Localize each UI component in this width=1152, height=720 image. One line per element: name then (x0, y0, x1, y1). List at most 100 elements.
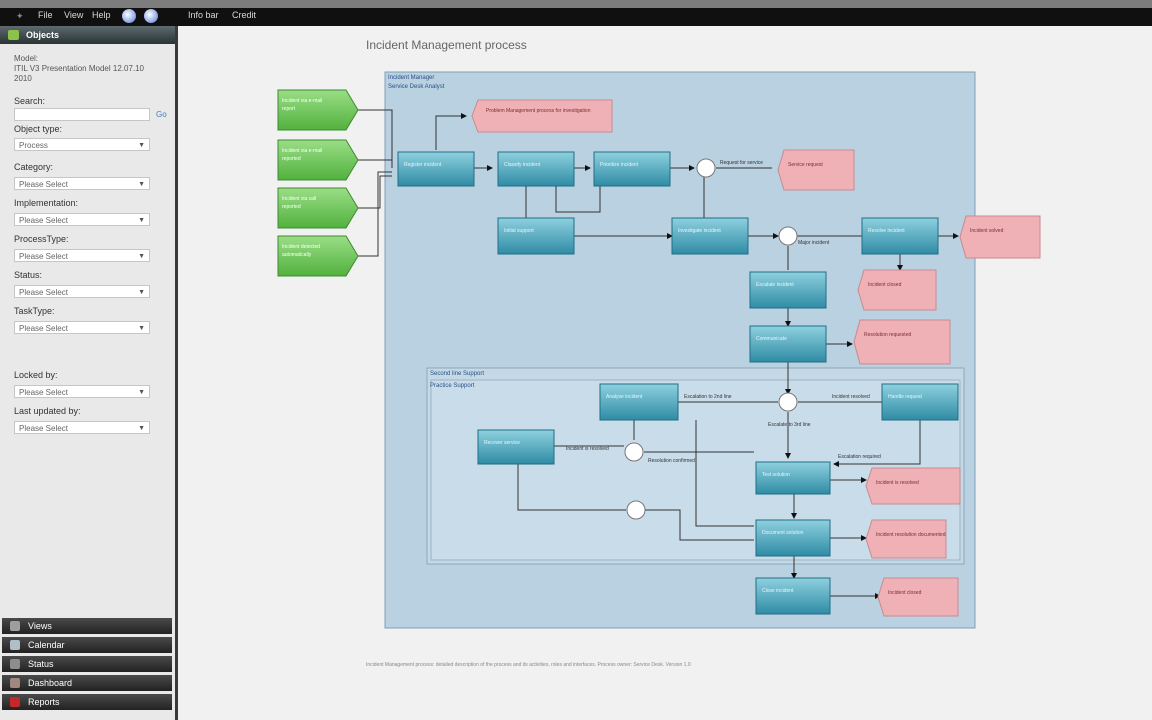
globe-icon[interactable] (144, 9, 158, 23)
nav-views[interactable]: Views (2, 618, 172, 634)
task-label: Close incident (762, 588, 794, 594)
input-event[interactable] (277, 187, 359, 229)
filter-label-status: Status: (14, 270, 43, 280)
connector-label: Escalate to 3rd line (768, 422, 811, 428)
globe-icon[interactable] (122, 9, 136, 23)
task-box[interactable] (881, 383, 959, 421)
output-event[interactable] (959, 215, 1041, 259)
connector-label: Incident resolved (832, 394, 870, 400)
output-event[interactable] (471, 99, 613, 133)
output-event[interactable] (857, 269, 937, 311)
nav-label: Calendar (28, 640, 65, 650)
menu-view[interactable]: View (64, 10, 84, 20)
connector-labels: Request for service Major incident Escal… (566, 160, 881, 464)
task-box[interactable] (749, 325, 827, 363)
input-event[interactable] (277, 139, 359, 181)
task-box[interactable] (755, 461, 831, 495)
task-label: Handle request (888, 394, 923, 400)
filter-label-locked-by: Locked by: (14, 370, 58, 380)
status-icon (10, 659, 20, 669)
chevron-down-icon: ▼ (138, 253, 145, 260)
chevron-down-icon: ▼ (138, 181, 145, 188)
output-event[interactable] (877, 577, 959, 617)
pool-title: Incident Manager (388, 75, 434, 81)
output-event[interactable] (865, 519, 947, 559)
task-label: Investigate incident (678, 228, 721, 234)
task-box[interactable] (497, 151, 575, 187)
task-box[interactable] (861, 217, 939, 255)
event-label: Incident resolution documented (876, 532, 946, 538)
search-input[interactable] (14, 108, 150, 121)
sidebar-title: Objects (26, 30, 60, 40)
page-title: Incident Management process (366, 38, 527, 52)
output-event[interactable] (865, 467, 961, 505)
menu-credit[interactable]: Credit (232, 10, 257, 20)
connector-label: Major incident (798, 240, 830, 246)
output-events (471, 99, 1041, 617)
nav-calendar[interactable]: Calendar (2, 637, 172, 653)
nav-status[interactable]: Status (2, 656, 172, 672)
input-sublabel: automatically (282, 252, 312, 258)
input-sublabel: reported (282, 156, 301, 162)
task-box[interactable] (755, 519, 831, 557)
task-box[interactable] (749, 271, 827, 309)
output-event[interactable] (853, 319, 951, 365)
task-box[interactable] (671, 217, 749, 255)
search-go-button[interactable]: Go (156, 110, 167, 119)
chevron-down-icon: ▼ (138, 289, 145, 296)
task-box[interactable] (755, 577, 831, 615)
input-label: Incident via e-mail (282, 148, 322, 154)
process-type-select[interactable]: Please Select ▼ (14, 249, 150, 262)
nav-label: Reports (28, 697, 60, 707)
nav-reports[interactable]: Reports (2, 694, 172, 710)
task-box[interactable] (397, 151, 475, 187)
task-label: Prioritize incident (600, 162, 639, 168)
gateway (626, 500, 646, 520)
output-event[interactable] (777, 149, 855, 191)
gateway (778, 392, 798, 412)
input-sublabel: reported (282, 204, 301, 210)
gateway (696, 158, 716, 178)
top-menu-bar: ✦ File View Help Info bar Credit (0, 0, 1152, 26)
nav-label: Views (28, 621, 52, 631)
gateways (624, 158, 798, 520)
nav-dashboard[interactable]: Dashboard (2, 675, 172, 691)
sublane2-title: Practice Support (430, 383, 475, 389)
task-box[interactable] (593, 151, 671, 187)
sublane-title: Second line Support (430, 371, 484, 377)
event-label: Incident solved (970, 228, 1004, 234)
task-box[interactable] (477, 429, 555, 465)
select-value: Please Select (19, 252, 68, 261)
input-sublabel: report (282, 106, 296, 112)
event-labels: Problem Management process for investiga… (486, 108, 1004, 596)
locked-by-select[interactable]: Please Select▼ (14, 385, 150, 398)
filter-label-category: Category: (14, 162, 54, 172)
gateway (778, 226, 798, 246)
menu-file[interactable]: File (38, 10, 53, 20)
nav-label: Status (28, 659, 54, 669)
menu-info-bar[interactable]: Info bar (188, 10, 219, 20)
status-select[interactable]: Please Select▼ (14, 285, 150, 298)
implementation-select[interactable]: Please Select▼ (14, 213, 150, 226)
input-events: Incident via e-mail report Incident via … (277, 89, 359, 277)
menu-help[interactable]: Help (92, 10, 111, 20)
app-logo-icon: ✦ (16, 11, 24, 21)
task-type-select[interactable]: Please Select▼ (14, 321, 150, 334)
gateway (624, 442, 644, 462)
task-label: Escalate incident (756, 282, 794, 288)
last-updated-by-select[interactable]: Please Select▼ (14, 421, 150, 434)
task-box[interactable] (599, 383, 679, 421)
views-icon (10, 621, 20, 631)
input-label: Incident via e-mail (282, 98, 322, 104)
filter-label-last-updated-by: Last updated by: (14, 406, 81, 416)
select-value: Please Select (19, 180, 68, 189)
task-box[interactable] (497, 217, 575, 255)
category-select[interactable]: Please Select ▼ (14, 177, 150, 190)
input-event[interactable] (277, 235, 359, 277)
connector-label: Request for service (720, 160, 763, 166)
select-value: Please Select (19, 324, 68, 333)
model-name: ITIL V3 Presentation Model 12.07.10 2010 (14, 64, 145, 83)
input-event[interactable] (277, 89, 359, 131)
object-type-select[interactable]: Process▼ (14, 138, 150, 151)
